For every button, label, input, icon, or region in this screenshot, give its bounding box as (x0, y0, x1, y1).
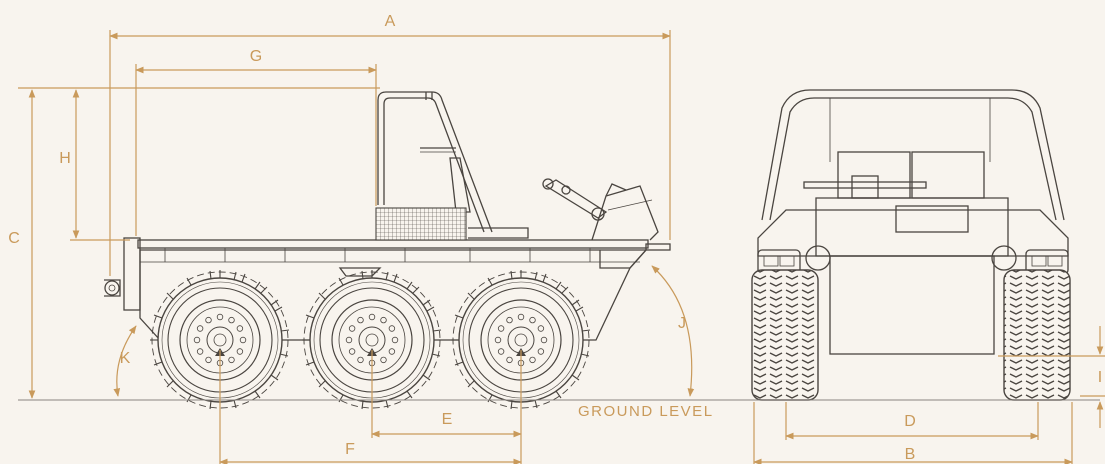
front-view-vehicle (751, 89, 1071, 401)
dimension-lines (18, 30, 1105, 464)
label-i: I (1098, 369, 1102, 386)
label-c: C (8, 230, 20, 247)
label-e: E (442, 411, 453, 428)
label-f: F (345, 441, 355, 458)
label-h: H (59, 150, 71, 167)
label-a: A (385, 13, 396, 30)
front-right-tire (1003, 269, 1071, 401)
ground-level-label: GROUND LEVEL (578, 403, 714, 420)
label-d: D (904, 413, 916, 430)
label-b: B (905, 446, 916, 463)
label-k: K (120, 350, 131, 367)
front-left-tire (751, 269, 819, 401)
dimension-labels: A G C H K J E F D B I GROUND LEVEL (8, 13, 1102, 463)
label-j: J (678, 315, 686, 332)
side-view-vehicle (104, 91, 671, 410)
label-g: G (250, 48, 262, 65)
